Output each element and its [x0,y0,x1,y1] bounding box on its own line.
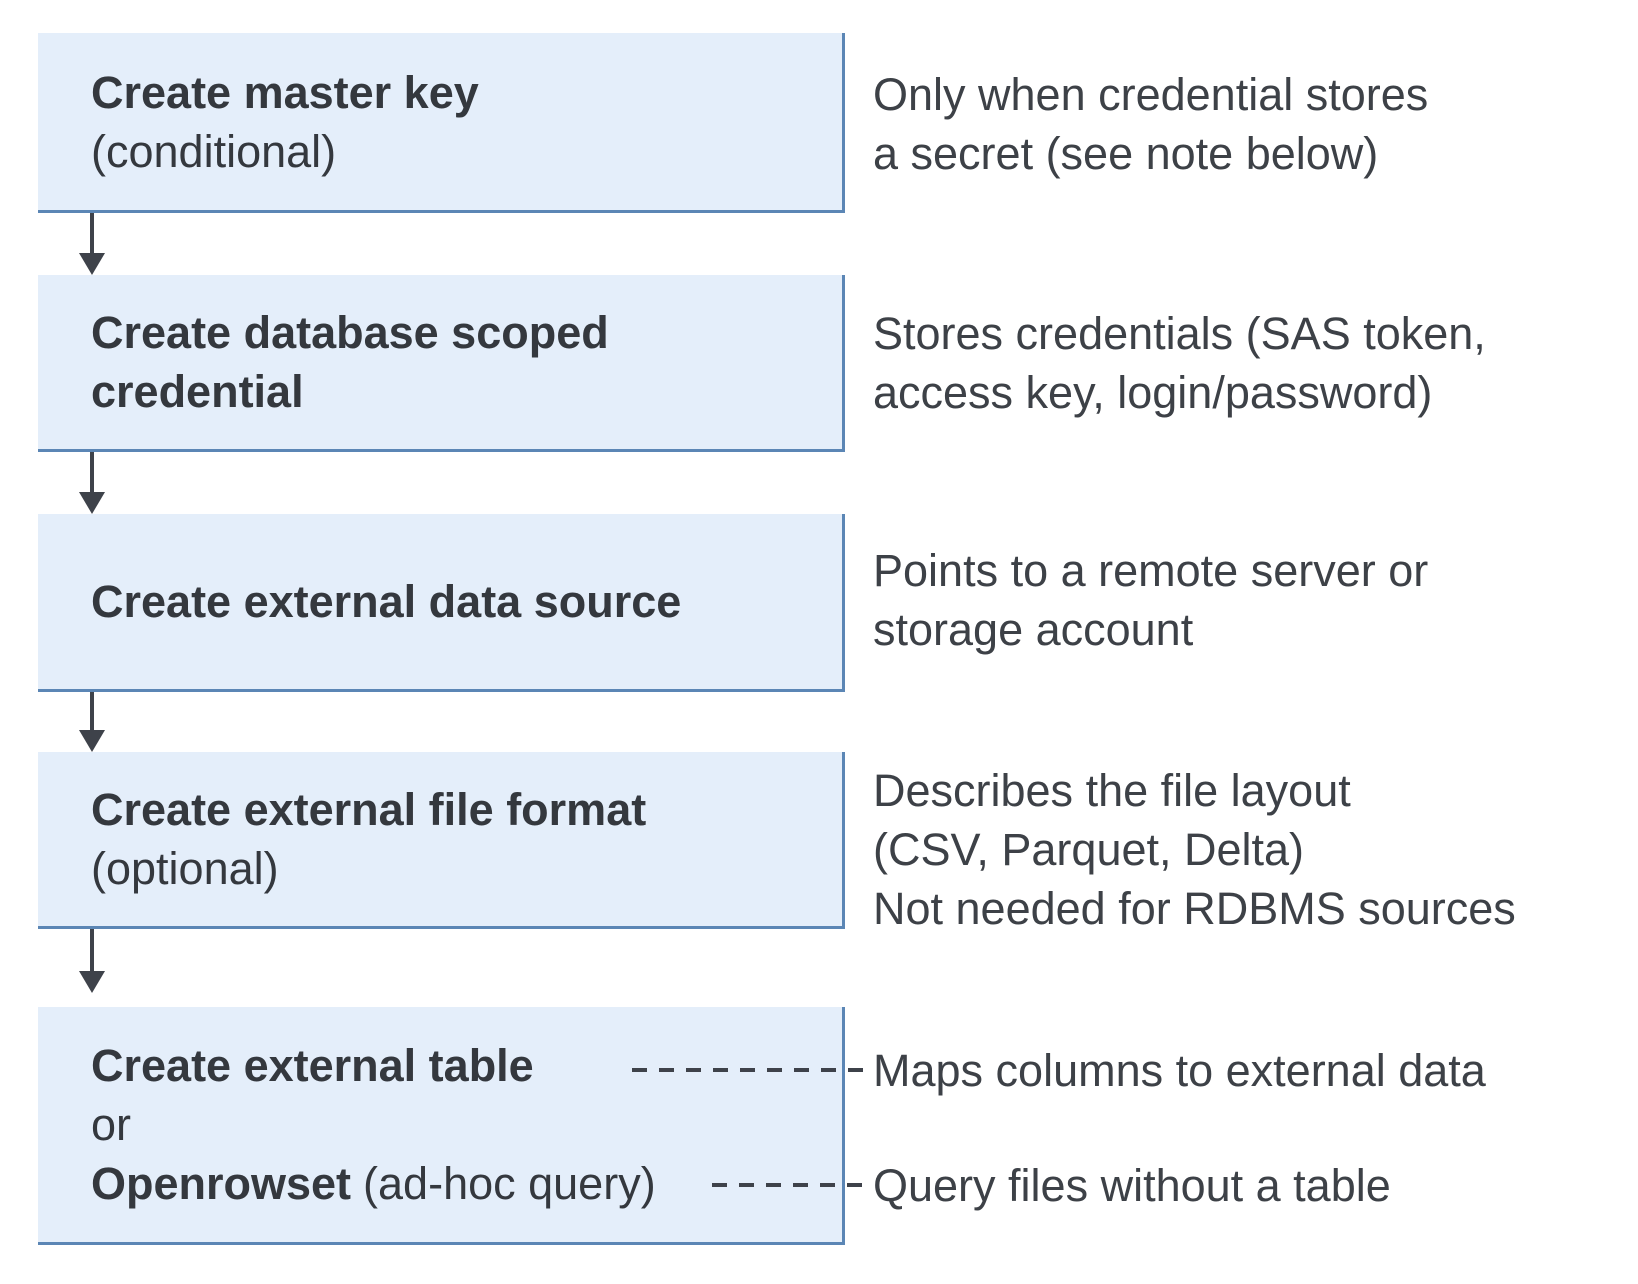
arrow-line [90,452,94,492]
note-openrowset: Query files without a table [873,1160,1391,1211]
arrow-line [90,692,94,730]
note-line: Describes the file layout [873,765,1351,816]
note-line: Not needed for RDBMS sources [873,883,1516,934]
dashed-connector-icon [632,1068,866,1072]
arrow-down-icon [79,692,105,752]
step-box-external-table-or-openrowset: Create external table or Openrowset(ad-h… [38,1007,845,1245]
note-external-table: Maps columns to external data [873,1045,1486,1096]
step-alt-line: Openrowset(ad-hoc query) [91,1154,842,1213]
step-box-external-file-format: Create external file format (optional) [38,752,845,929]
note-file-format: Describes the file layout (CSV, Parquet,… [873,761,1516,938]
note-credential: Stores credentials (SAS token, access ke… [873,304,1486,422]
arrow-down-icon [79,929,105,993]
step-box-external-data-source: Create external data source [38,514,845,692]
step-alt-title: Openrowset [91,1158,352,1209]
dashed-connector-icon [712,1183,866,1187]
arrow-line [90,213,94,253]
note-data-source: Points to a remote server or storage acc… [873,541,1428,659]
arrow-line [90,929,94,971]
step-alt-qualifier: (ad-hoc query) [363,1158,656,1209]
note-master-key: Only when credential stores a secret (se… [873,65,1428,183]
step-title: Create database scoped credential [91,307,609,417]
note-line: Stores credentials (SAS token, [873,308,1486,359]
arrow-down-icon [79,452,105,514]
arrow-down-icon [79,213,105,275]
note-line: (CSV, Parquet, Delta) [873,824,1305,875]
arrow-head [79,971,105,993]
step-title: Create master key [91,66,479,118]
step-conjunction: or [91,1099,132,1150]
step-title: Create external file format [91,784,647,835]
arrow-head [79,730,105,752]
step-title: Create external table [91,1040,534,1091]
step-qualifier: (optional) [91,843,279,894]
note-line: Points to a remote server or [873,545,1429,596]
note-line: Only when credential stores [873,69,1429,120]
step-box-create-master-key: Create master key (conditional) [38,33,845,213]
step-title: Create external data source [91,576,682,627]
note-line: access key, login/password) [873,367,1433,418]
arrow-head [79,492,105,514]
note-line: a secret (see note below) [873,128,1379,179]
arrow-head [79,253,105,275]
step-box-database-scoped-credential: Create database scoped credential [38,275,845,452]
note-line: storage account [873,604,1194,655]
step-qualifier: (conditional) [91,125,337,177]
